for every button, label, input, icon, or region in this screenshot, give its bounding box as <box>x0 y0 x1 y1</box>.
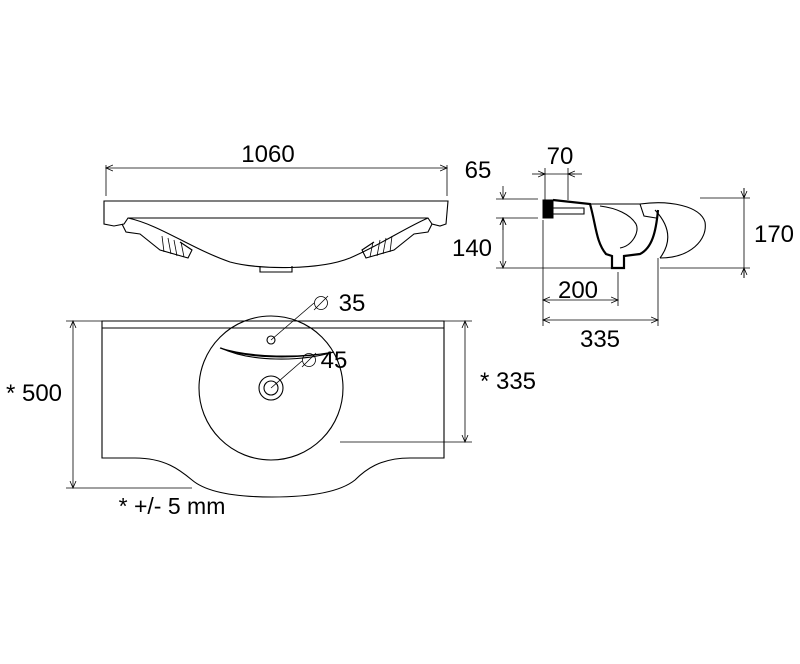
plan-outline <box>101 320 445 498</box>
dim-label-rim-height: 65 <box>465 157 492 184</box>
plan-bowl <box>198 315 344 461</box>
diameter-icon-tap <box>314 296 328 310</box>
tolerance-note: * +/- 5 mm <box>119 493 226 519</box>
front-elevation: 1060 <box>103 141 449 273</box>
section-wall-fixing <box>542 199 554 219</box>
dim-label-tap-hole: 35 <box>339 290 366 317</box>
dim-label-bowl-offset: * 335 <box>480 368 536 395</box>
section-bowl-profile <box>552 198 660 270</box>
waste-hole-outer <box>258 375 284 401</box>
section-front-rim <box>639 202 706 259</box>
dim-label-overall-height: 170 <box>754 221 794 248</box>
dim-label-waste-hole: 45 <box>321 347 348 374</box>
dim-label-rim-depth: 70 <box>547 143 574 170</box>
dim-label-total-depth: * 500 <box>6 380 62 407</box>
front-bracket-right <box>361 223 433 259</box>
front-bowl-curve <box>127 217 429 269</box>
dim-label-bowl-depth: 200 <box>558 277 598 304</box>
side-section: 70 65 140 170 200 <box>452 143 794 353</box>
tap-hole <box>266 335 276 345</box>
front-waste-outlet <box>259 266 293 273</box>
front-bracket-left <box>121 223 193 259</box>
dim-label-bowl-height: 140 <box>452 235 492 262</box>
waste-hole-inner <box>263 380 279 396</box>
diameter-icon-waste <box>302 353 316 367</box>
front-slab <box>103 200 449 227</box>
plan-view: 35 45 * 500 * 335 * +/- 5 mm <box>6 290 536 519</box>
dim-label-side-depth: 335 <box>580 326 620 353</box>
dim-label-width: 1060 <box>241 141 294 168</box>
